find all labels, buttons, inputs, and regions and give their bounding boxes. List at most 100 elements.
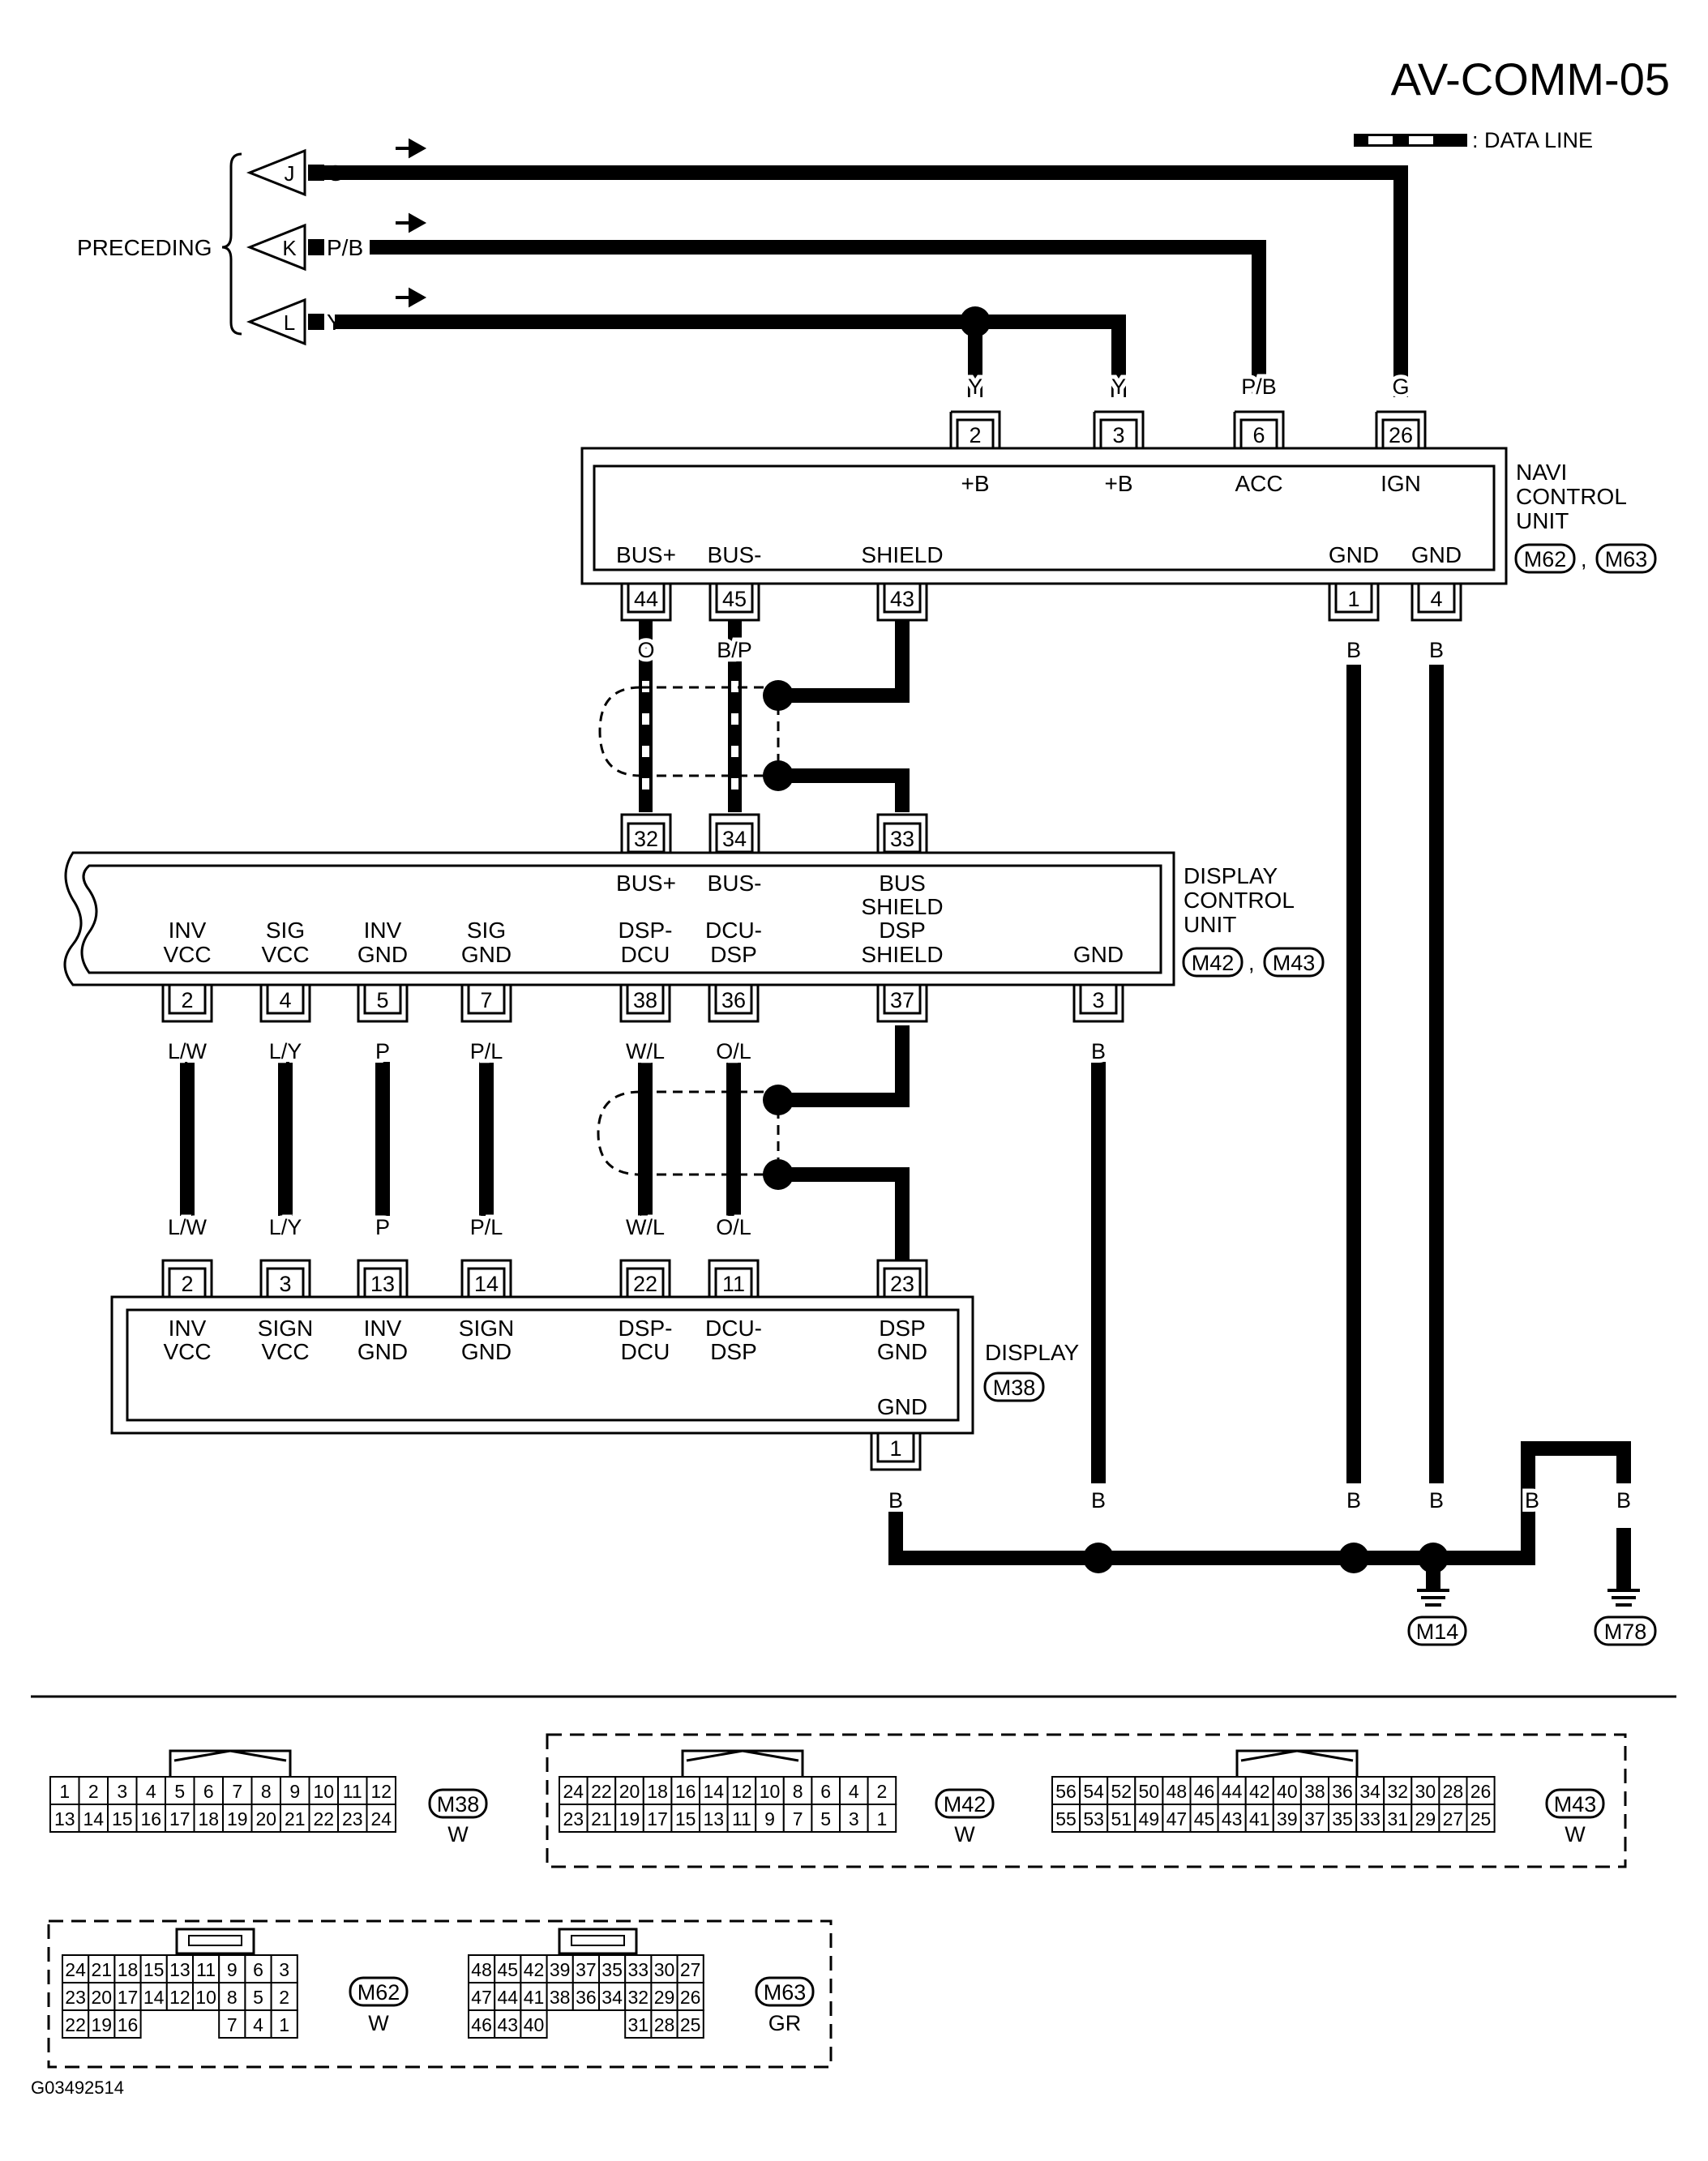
connector-cavity-number: 10 (195, 1987, 216, 2008)
pin-number: 11 (722, 1272, 745, 1296)
pin-label: SHIELD (861, 942, 943, 967)
connector-cavity-number: 6 (203, 1781, 214, 1802)
connector-cavity-number: 47 (1166, 1808, 1188, 1829)
connector-cavity-number: 21 (92, 1959, 113, 1980)
pin-number: 36 (721, 988, 746, 1012)
connector-cavity (586, 1804, 617, 1833)
wire-color-label: B (1346, 1488, 1361, 1513)
connector-cavity-number: 14 (143, 1987, 165, 2008)
pin-label: SIGN (258, 1316, 313, 1341)
connector-tag-m42: M42 (1192, 951, 1235, 975)
connector-cavity (270, 2009, 298, 2039)
preceding-block: PRECEDING J G K P/B L Y (77, 138, 427, 346)
connector-cavity-number: 51 (1111, 1808, 1132, 1829)
connector-cavity-number: 44 (498, 1987, 519, 2008)
dcu-title-line: UNIT (1184, 912, 1236, 937)
connector-cavity-number: 26 (680, 1987, 701, 2008)
connector-cavity-number: 25 (680, 2014, 701, 2035)
connector-cavity-number: 6 (820, 1781, 831, 1802)
pin-number: 34 (722, 827, 747, 851)
connector-cavity (559, 1804, 589, 1833)
pin-number: 38 (633, 988, 657, 1012)
connector-cavity-number: 9 (227, 1959, 238, 1980)
connector-cavity-number: 24 (370, 1808, 392, 1829)
wire-color-label: L/W (168, 1039, 208, 1063)
display-top-wire-labels: L/W L/Y P P/L W/L O/L (164, 1211, 756, 1243)
connector-cavity-number: 13 (54, 1808, 75, 1829)
connector-cavity (650, 2009, 678, 2039)
connector-cavity-number: 45 (498, 1959, 519, 1980)
connector-cavity-number: 11 (343, 1781, 362, 1802)
pin-number: 6 (1252, 423, 1265, 447)
wire-color-label: B (1346, 638, 1361, 662)
connector-cavity (1217, 1776, 1247, 1805)
connector-cavity-number: 41 (1249, 1808, 1270, 1829)
connector-cavity-number: 13 (169, 1959, 190, 1980)
display-title: DISPLAY (985, 1340, 1080, 1365)
connector-cavity-number: 1 (877, 1808, 888, 1829)
connector-cavity (614, 1804, 644, 1833)
connector-cavity (107, 1776, 138, 1805)
wire-color-label: Y (1111, 374, 1126, 399)
connector-cavity (270, 1954, 298, 1983)
preceding-connector-k: K P/B (246, 223, 363, 272)
connector-cavity-number: 20 (619, 1781, 640, 1802)
connector-cavity-number: 41 (524, 1987, 545, 2008)
wire-color-label: B (1429, 1488, 1444, 1513)
connector-cavity-number: 16 (675, 1781, 696, 1802)
wire-color-label: O/L (716, 1039, 751, 1063)
connector-cavity-number: 16 (140, 1808, 161, 1829)
dcu-top-pin-33: 33 BUS SHIELD (861, 813, 944, 919)
connector-id-k: K (282, 236, 297, 260)
navi-control-unit: 2 +B 3 +B 6 ACC 26 IGN BUS+ BUS- SHIELD … (580, 410, 1657, 622)
data-lines (639, 620, 742, 812)
pin-label: VCC (163, 1339, 211, 1364)
pin-number: 2 (969, 423, 981, 447)
connector-cavity-number: 37 (576, 1959, 597, 1980)
connector-cavity (586, 1776, 617, 1805)
connector-cavity-number: 22 (591, 1781, 612, 1802)
navi-title-line: CONTROL (1516, 484, 1627, 509)
pin-label: DCU (621, 942, 670, 967)
pin-label: INV (364, 1316, 402, 1341)
connector-cavity-number: 12 (731, 1781, 752, 1802)
connector-cavity (676, 1982, 704, 2011)
connector-cavity (1438, 1776, 1468, 1805)
pin-number: 33 (890, 827, 914, 851)
navi-top-pin-26: 26 IGN (1375, 410, 1427, 496)
pin-label: DSP- (619, 918, 673, 943)
connector-cavity (642, 1776, 673, 1805)
connector-view-tag: M42 (944, 1792, 987, 1817)
pin-number: 13 (370, 1272, 395, 1296)
pin-label: GND (1073, 942, 1124, 967)
connector-id-j: J (285, 161, 295, 186)
connector-cavity (670, 1776, 701, 1805)
pin-label: DCU- (705, 1316, 762, 1341)
connector-cavity-number: 7 (227, 2014, 238, 2035)
pin-label: GND (461, 1339, 512, 1364)
navi-bottom-wire-labels: O B/P B B (633, 634, 1448, 666)
connector-cavity (280, 1776, 310, 1805)
pin-label: GND (357, 1339, 408, 1364)
connector-cavity (366, 1776, 396, 1805)
connector-cavity-number: 8 (793, 1781, 803, 1802)
wire-color-label: O/L (716, 1215, 751, 1239)
pin-label: SIGN (459, 1316, 514, 1341)
connector-cavity (193, 1776, 224, 1805)
connector-cavity (308, 1776, 339, 1805)
connector-cavity (571, 1954, 600, 1983)
connector-cavity (270, 1982, 298, 2011)
connector-cavity-number: 9 (289, 1781, 300, 1802)
wire-color-label: L/Y (269, 1215, 302, 1239)
pin-number: 37 (890, 988, 914, 1012)
navi-bottom-pin-45: 45 (708, 582, 760, 622)
connector-cavity-number: 23 (342, 1808, 363, 1829)
connector-cavity-number: 4 (849, 1781, 859, 1802)
pin-label: INV (364, 918, 402, 943)
pin-label: BUS- (708, 542, 762, 567)
connector-cavity-number: 21 (591, 1808, 612, 1829)
connector-cavity-number: 34 (1359, 1781, 1381, 1802)
pin-label: BUS+ (616, 871, 676, 896)
connector-cavity-number: 23 (65, 1987, 86, 2008)
